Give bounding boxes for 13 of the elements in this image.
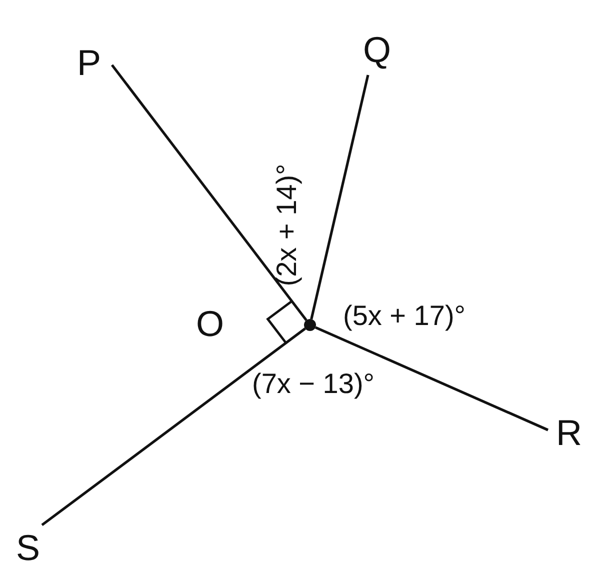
ray-line <box>310 74 370 320</box>
point-label: P <box>66 40 112 86</box>
point-dot <box>304 319 316 331</box>
point-label: S <box>6 525 50 571</box>
ray-line <box>110 64 308 322</box>
point-label: O <box>196 306 224 342</box>
point-label: Q <box>352 25 402 75</box>
angle-label: (5x + 17)° <box>343 302 466 330</box>
point-label: R <box>548 410 590 456</box>
angle-label: (7x − 13)° <box>252 370 374 398</box>
angle-label: (2x + 14)° <box>273 164 302 286</box>
ray-line <box>314 326 549 432</box>
ray-line <box>41 328 306 526</box>
